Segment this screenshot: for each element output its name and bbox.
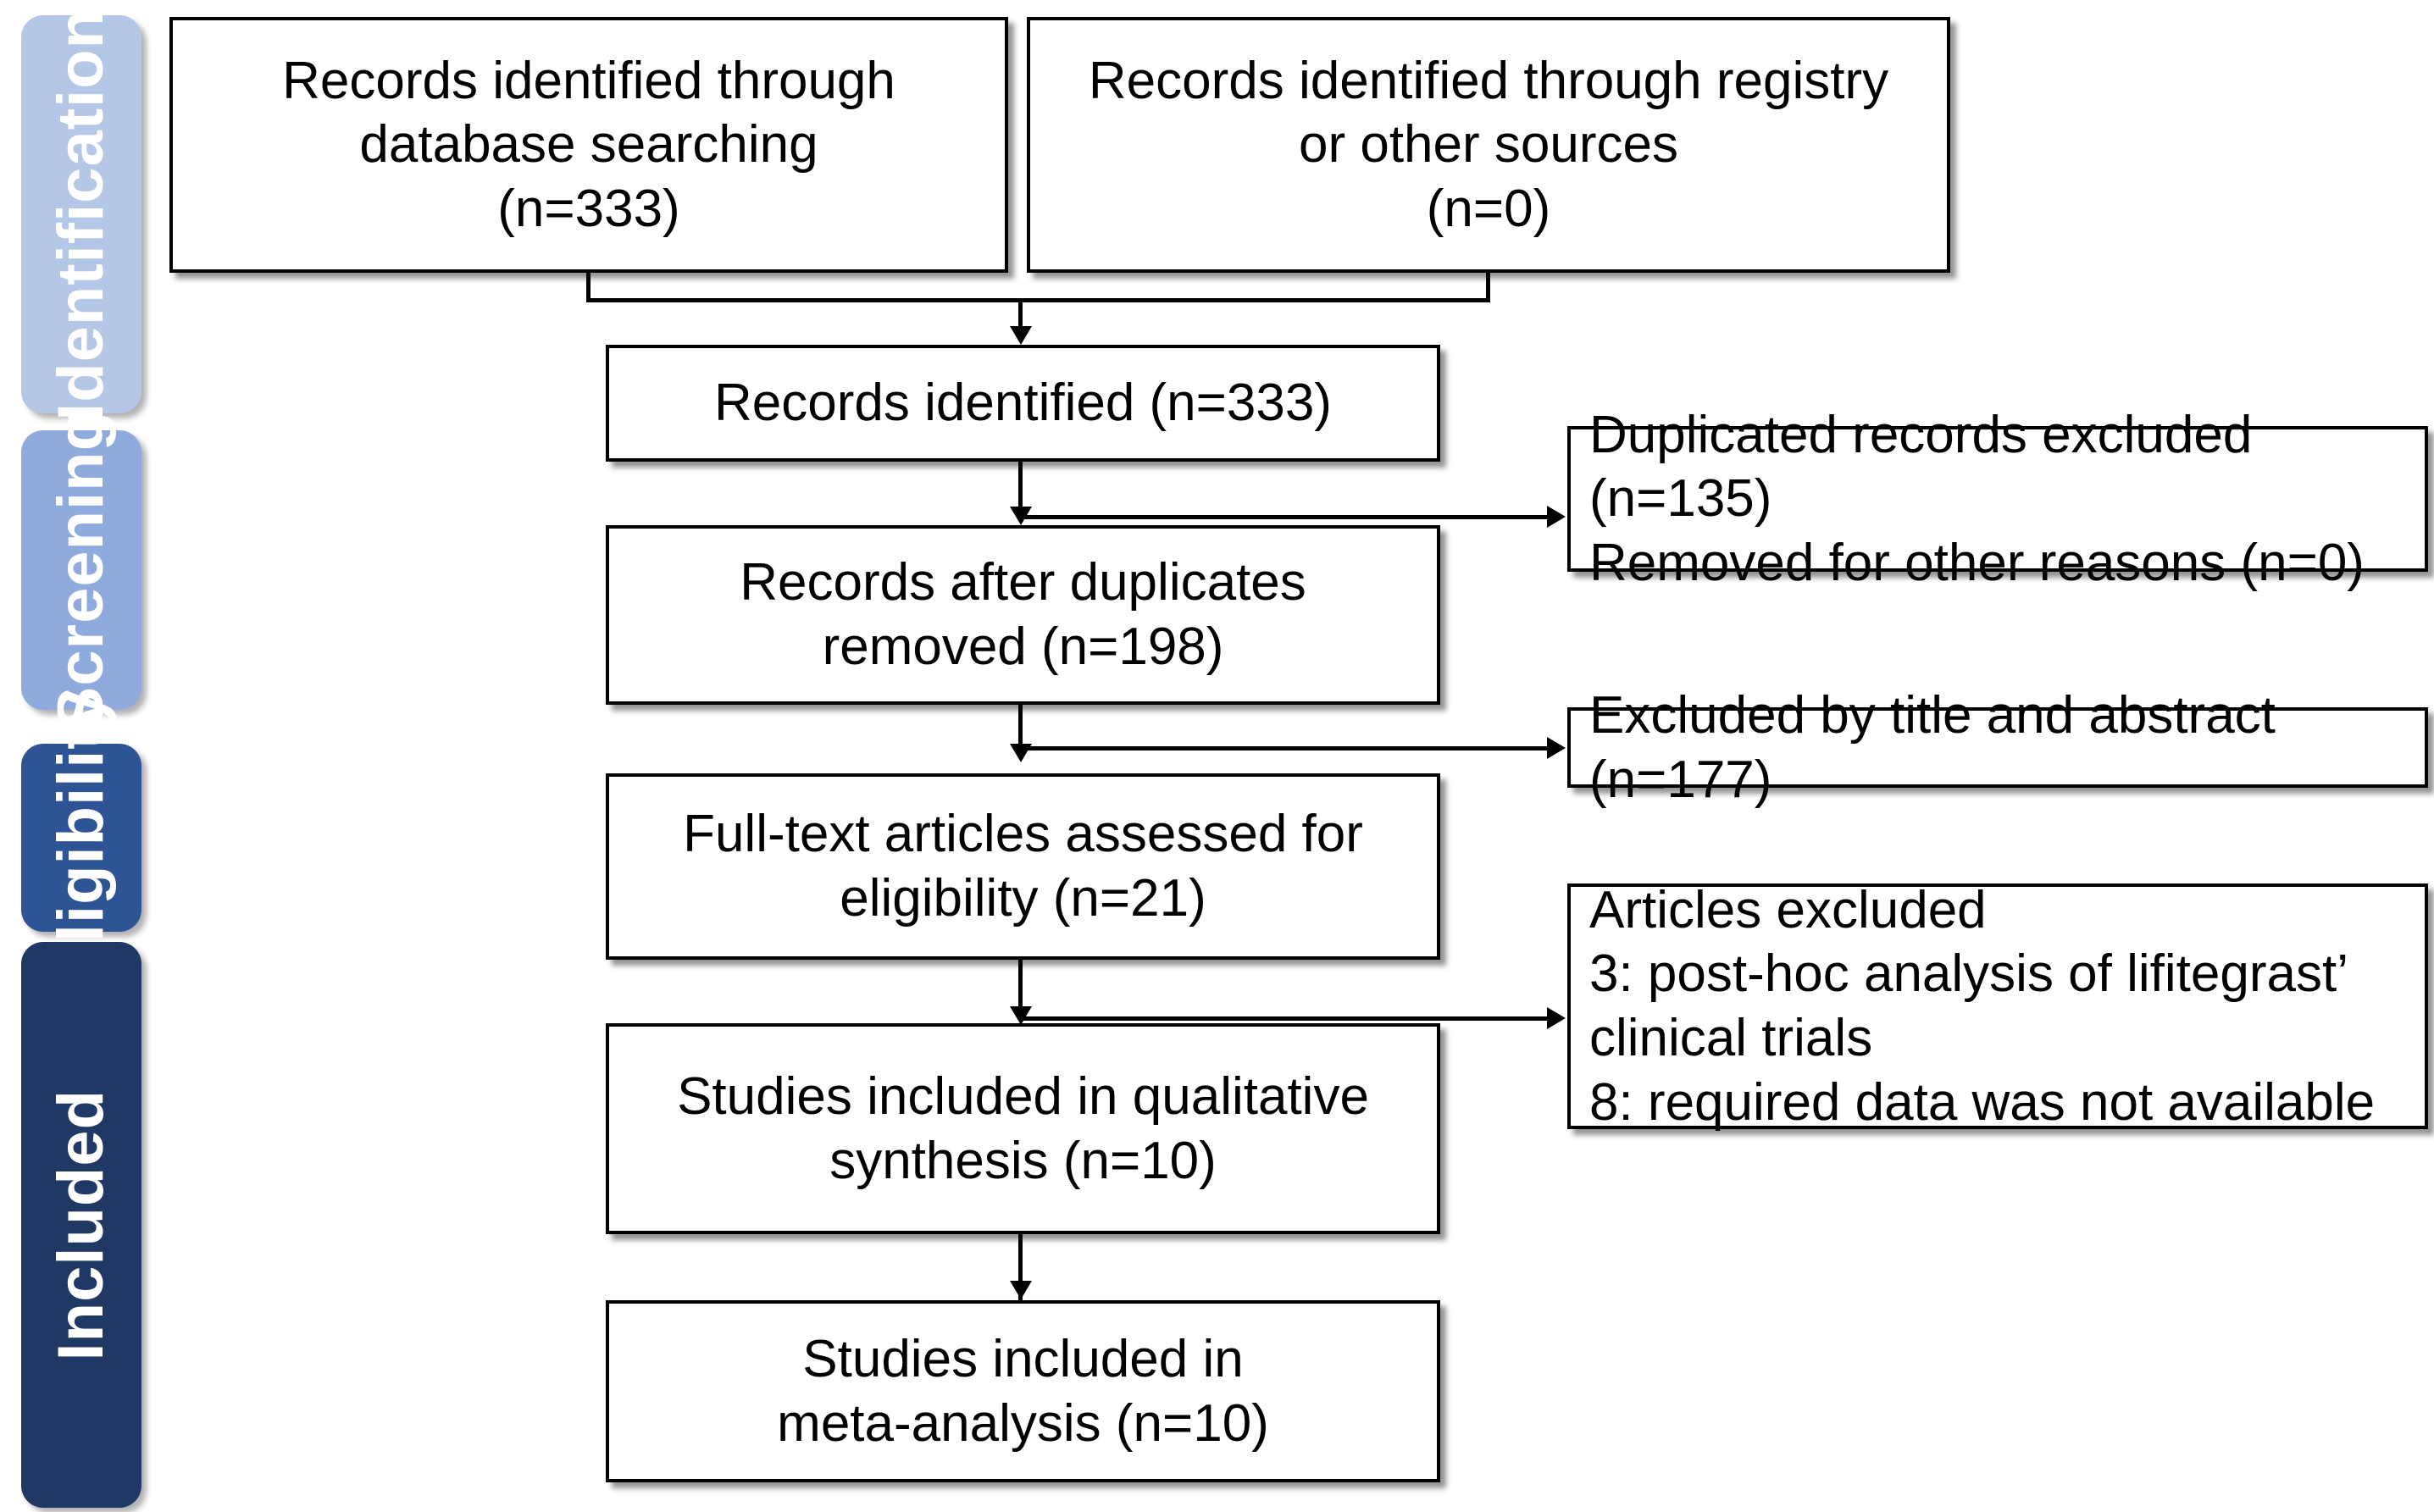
connector-fulltext-down	[1018, 960, 1023, 1021]
box-excluded-title-abstract-text: Excluded by title and abstract (n=177)	[1589, 685, 2276, 809]
box-registry-search: Records identified through registry or o…	[1027, 17, 1950, 273]
arrow-into-after-duplicates	[1010, 507, 1032, 525]
box-after-duplicates: Records after duplicates removed (n=198)	[606, 525, 1440, 705]
box-excluded-title-abstract: Excluded by title and abstract (n=177)	[1567, 686, 2428, 809]
box-duplicates-excluded: Duplicated records excluded (n=135) Remo…	[1567, 406, 2428, 592]
connector-database-down	[586, 273, 590, 300]
phase-identification: Identification	[21, 8, 141, 420]
box-meta-analysis: Studies included in meta-analysis (n=10)	[606, 1300, 1440, 1482]
arrow-into-qualitative-synthesis	[1010, 1006, 1032, 1025]
box-qualitative-synthesis: Studies included in qualitative synthesi…	[606, 1023, 1440, 1234]
box-articles-excluded: Articles excluded 3: post-hoc analysis o…	[1567, 881, 2428, 1132]
arrow-into-excluded-title-abstract	[1547, 737, 1566, 759]
phase-included-label: Included	[45, 1088, 117, 1361]
arrow-into-meta-analysis	[1010, 1281, 1032, 1299]
box-after-duplicates-text: Records after duplicates removed (n=198)	[740, 553, 1306, 676]
box-registry-search-text: Records identified through registry or o…	[1088, 51, 1889, 238]
connector-qualitative-to-meta	[1018, 1234, 1023, 1300]
connector-merge-to-records	[1018, 298, 1023, 329]
arrow-into-fulltext-assessed	[1010, 744, 1032, 762]
connector-branch-articles-excluded	[1018, 1016, 1549, 1021]
box-duplicates-excluded-text: Duplicated records excluded (n=135) Remo…	[1589, 405, 2365, 592]
box-records-identified-text: Records identified (n=333)	[714, 374, 1332, 433]
connector-after-duplicates-down	[1018, 705, 1023, 747]
box-articles-excluded-text: Articles excluded 3: post-hoc analysis o…	[1589, 880, 2376, 1132]
phase-screening-label: Screening	[45, 410, 117, 730]
arrow-into-articles-excluded	[1547, 1007, 1566, 1029]
arrow-into-duplicates-excluded	[1547, 506, 1566, 528]
box-database-search-text: Records identified through database sear…	[282, 51, 895, 238]
phase-identification-label: Identification	[45, 8, 117, 421]
box-database-search: Records identified through database sear…	[169, 17, 1008, 273]
box-fulltext-assessed-text: Full-text articles assessed for eligibil…	[683, 805, 1363, 928]
connector-branch-title-abstract	[1018, 746, 1549, 750]
connector-records-to-duplicates	[1018, 462, 1023, 511]
box-fulltext-assessed: Full-text articles assessed for eligibil…	[606, 773, 1440, 960]
connector-branch-duplicates-excluded	[1018, 515, 1549, 519]
phase-included: Included	[21, 942, 141, 1508]
connector-merge-bracket	[586, 298, 1490, 302]
arrow-into-records-identified	[1010, 326, 1032, 345]
phase-eligibility: Eligibility	[21, 690, 141, 985]
connector-registry-down	[1486, 273, 1490, 300]
box-qualitative-synthesis-text: Studies included in qualitative synthesi…	[677, 1066, 1369, 1190]
phase-screening: Screening	[21, 411, 141, 729]
box-records-identified: Records identified (n=333)	[606, 345, 1440, 462]
box-meta-analysis-text: Studies included in meta-analysis (n=10)	[777, 1329, 1269, 1453]
